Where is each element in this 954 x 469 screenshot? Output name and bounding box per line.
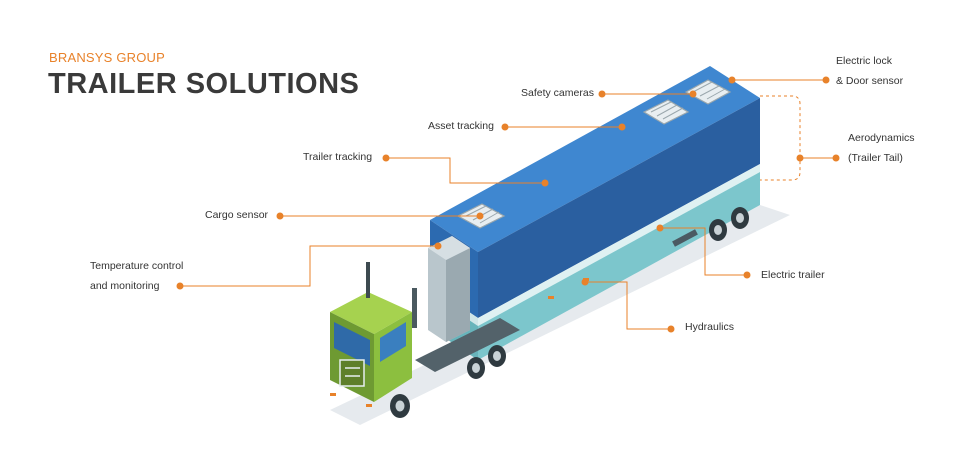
exhaust-stack	[366, 262, 370, 298]
windshield	[334, 322, 370, 366]
label-hydraulics: Hydraulics	[685, 321, 735, 333]
label-door-sensor: & Door sensor	[836, 75, 904, 87]
grille	[339, 359, 365, 387]
aero-bracket	[760, 95, 801, 181]
label-electric-lock: Electric lock	[836, 55, 893, 67]
trailer-stripe	[478, 164, 760, 326]
ground-shadow	[330, 205, 790, 425]
trailer-wheels	[548, 207, 749, 299]
label-trailer-tracking: Trailer tracking	[303, 151, 373, 163]
label-temperature-control: Temperature control	[90, 260, 184, 272]
cab-roof	[330, 292, 412, 334]
roof-vent-1	[642, 99, 690, 125]
tractor-chassis	[415, 318, 520, 372]
label-safety-cameras: Safety cameras	[521, 87, 594, 99]
label-asset-tracking: Asset tracking	[428, 120, 494, 132]
leader-lines	[180, 79, 836, 330]
trailer-base	[478, 172, 760, 360]
tractor-wheels	[390, 345, 506, 418]
leader-dots	[176, 76, 840, 333]
roof-vent-2	[684, 79, 732, 105]
label-cargo-sensor: Cargo sensor	[205, 209, 269, 221]
trailer-side	[478, 98, 760, 318]
label-trailer-tail: (Trailer Tail)	[848, 152, 903, 164]
label-aerodynamics: Aerodynamics	[848, 132, 915, 144]
brand-name: BRANSYS GROUP	[49, 50, 166, 65]
label-monitoring: and monitoring	[90, 280, 160, 292]
label-electric-trailer: Electric trailer	[761, 269, 825, 281]
page-title: TRAILER SOLUTIONS	[48, 68, 360, 100]
